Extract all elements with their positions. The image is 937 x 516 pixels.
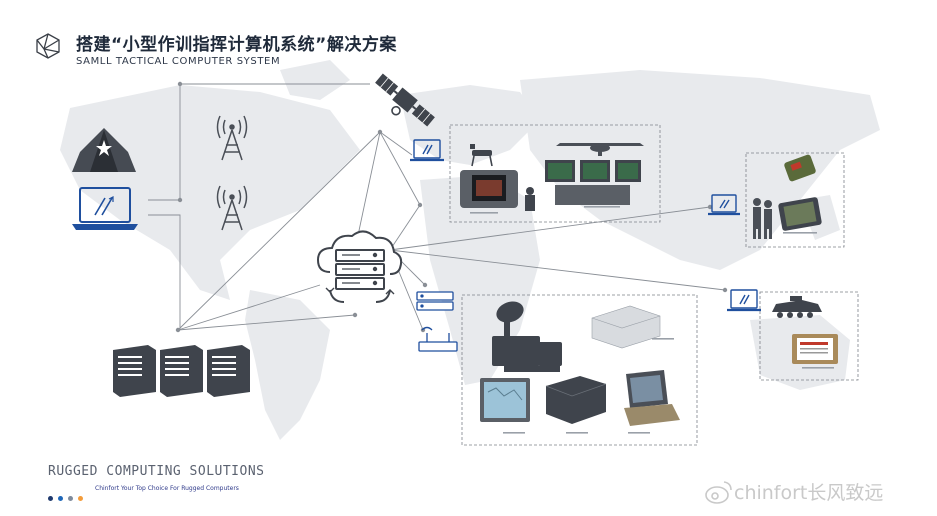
radio-tower-icon [216,115,248,161]
footer-dot [58,496,63,501]
link-server-cloud-2 [177,314,356,331]
laptop-icon [708,194,740,216]
laptop-icon [727,289,761,312]
tent-icon [72,128,136,172]
weibo-icon [705,481,732,504]
group-box-armored-vehicle [759,291,859,381]
page-title: 搭建“小型作训指挥计算机系统”解决方案 [76,35,397,55]
robot-dog-icon [470,144,493,167]
vehicle-console-icon [525,160,641,211]
rugged-radio-icon [784,154,816,182]
wireless-router-icon [418,326,458,352]
link-laptop-server [148,214,181,330]
footer-tagline: Chinfort Your Top Choice For Rugged Comp… [95,485,239,492]
laptop-icon [72,187,138,230]
footer-dot [68,496,73,501]
network-switch-icon [416,291,454,311]
link-satellite-cloud [356,131,381,241]
footer-dot [48,496,53,501]
footer-title: RUGGED COMPUTING SOLUTIONS [48,464,265,479]
link-server-cloud [177,284,321,331]
link-laptop-satellite [148,83,370,201]
group-box-base-station [461,294,698,446]
page-subtitle: SAMLL TACTICAL COMPUTER SYSTEM [76,56,281,67]
link-satellite-unit1 [379,131,421,206]
link-cloud-unit2 [389,206,711,251]
rugged-chassis-icon [545,376,607,424]
link-cloud-unit3 [389,249,726,291]
rackmount-server-icon [591,305,661,349]
link-server-satellite [177,131,381,331]
drone-icon [556,143,644,156]
link-cloud-unit1 [389,204,421,251]
footer-dot [78,496,83,501]
panel-display-icon [480,378,530,422]
rugged-tablet-icon [778,197,822,231]
watermark-text: chinfort长风致远 [734,482,884,504]
server-rack-icon [113,345,250,397]
cloud-server-icon [316,230,403,303]
rugged-notebook-icon [624,370,680,426]
radio-tower-icon [216,185,248,231]
laptop-icon [410,139,444,162]
satellite-icon [375,73,435,127]
satcom-vehicle-icon [492,301,562,372]
handheld-terminal-icon [460,170,518,208]
soldier-icon [753,198,772,239]
footer-dots [48,488,88,507]
group-box-vehicle-terminals [449,124,661,223]
group-box-field-handhelds [745,152,845,248]
link-satellite-laptop1 [379,131,413,156]
armored-vehicle-icon [772,296,822,318]
rugged-laptop-icon [792,334,838,364]
